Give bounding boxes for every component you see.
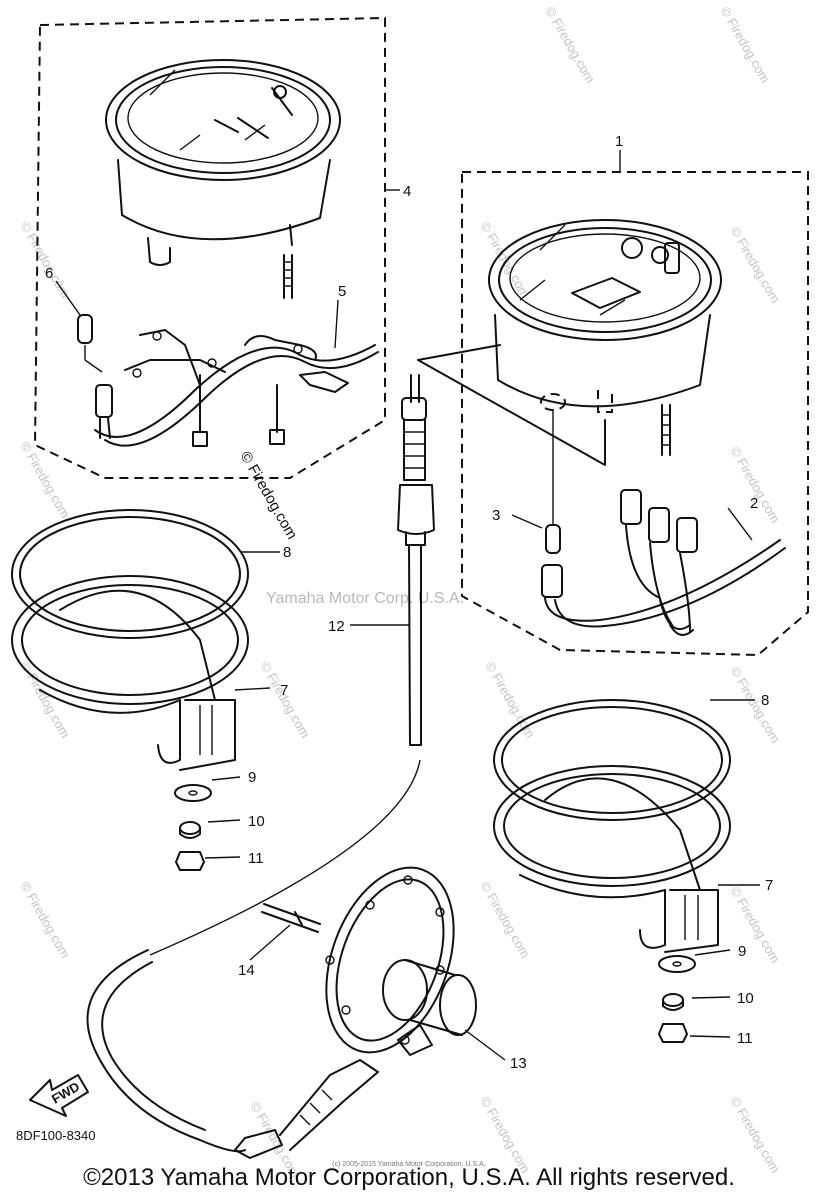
callout-7-right: 7 <box>765 877 773 894</box>
bracket-right <box>493 699 731 953</box>
callouts: 1 2 3 4 5 6 7 7 8 8 9 9 10 10 11 11 12 1… <box>45 133 773 1072</box>
drawing-code: 8DF100-8340 <box>16 1128 96 1143</box>
callout-14: 14 <box>238 962 255 979</box>
callout-7-left: 7 <box>280 682 288 699</box>
callout-1: 1 <box>615 133 623 150</box>
watermark-site: © Firedog.com <box>237 449 301 543</box>
harness-5 <box>94 329 379 447</box>
cable-loop <box>86 759 421 1159</box>
watermark-brand: Yamaha Motor Corp. U.S.A. <box>266 590 464 607</box>
fwd-arrow-icon: FWD <box>29 1074 89 1117</box>
callout-10-left: 10 <box>248 813 265 830</box>
callout-13: 13 <box>510 1055 527 1072</box>
harness-2 <box>544 489 786 636</box>
watermark-tile: © Firedog.com <box>477 219 533 301</box>
callout-8-right: 8 <box>761 692 769 709</box>
callout-5: 5 <box>338 283 346 300</box>
callout-12: 12 <box>328 618 345 635</box>
watermark-tile: © Firedog.com <box>727 224 783 306</box>
watermark-tile: © Firedog.com <box>17 879 73 961</box>
watermark-tile: © Firedog.com <box>477 879 533 961</box>
bulb-6 <box>77 314 113 439</box>
fwd-label: FWD <box>49 1079 82 1107</box>
fine-print: (c) 2005-2015 Yamaha Motor Corporation, … <box>332 1161 486 1168</box>
hardware-left <box>174 784 212 871</box>
leader-lines <box>55 150 760 1061</box>
gauge-1 <box>488 219 722 456</box>
callout-3: 3 <box>492 507 500 524</box>
watermark-tile: © Firedog.com <box>542 4 598 86</box>
callout-11-right: 11 <box>737 1030 753 1047</box>
watermark-tile: © Firedog.com <box>727 664 783 746</box>
hardware-right <box>658 955 696 1043</box>
screws <box>192 374 285 447</box>
watermark-tile: © Firedog.com <box>717 4 773 86</box>
group-1-box <box>461 171 809 657</box>
bracket-left <box>11 509 249 771</box>
callout-10-right: 10 <box>737 990 754 1007</box>
gauge-4 <box>105 59 341 299</box>
copyright-notice: ©2013 Yamaha Motor Corporation, U.S.A. A… <box>83 1164 735 1191</box>
cable-12 <box>397 374 435 746</box>
callout-6: 6 <box>45 265 53 282</box>
pump-13 <box>325 866 477 1056</box>
callout-9-right: 9 <box>738 943 746 960</box>
callout-8-left: 8 <box>283 544 291 561</box>
watermark-tile: © Firedog.com <box>727 884 783 966</box>
watermark-tile: © Firedog.com <box>257 659 313 741</box>
callout-2: 2 <box>750 495 758 512</box>
bulb-3 <box>541 410 563 598</box>
callout-4: 4 <box>403 183 411 200</box>
watermark-tile: © Firedog.com <box>727 444 783 526</box>
pin-14 <box>261 903 321 933</box>
watermark-tile: © Firedog.com <box>17 219 73 301</box>
group-4-box <box>33 16 386 479</box>
callout-11-left: 11 <box>248 850 264 867</box>
watermark-tile: © Firedog.com <box>17 439 73 521</box>
callout-9-left: 9 <box>248 769 256 786</box>
